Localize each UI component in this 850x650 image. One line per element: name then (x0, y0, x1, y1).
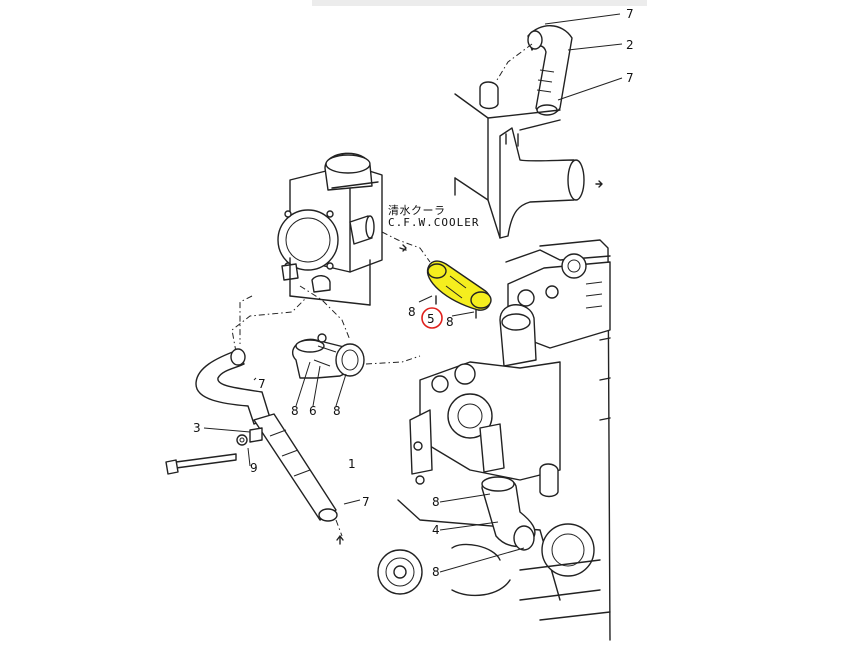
top-strip (312, 0, 647, 6)
highlight-circle (421, 307, 443, 329)
bent-hose-part-6 (291, 285, 421, 379)
callout-p8-c: 8 (432, 495, 440, 509)
upper-hose-assembly (454, 25, 603, 239)
callout-p8-left: 8 (408, 305, 416, 319)
callout-p2: 2 (626, 38, 634, 52)
callout-p1: 1 (348, 457, 356, 471)
callout-p7-mid: 7 (258, 377, 266, 391)
hose-part-5-highlighted (426, 260, 492, 319)
lower-hose-part-1 (165, 295, 344, 545)
callout-p9: 9 (250, 461, 258, 475)
callout-p8-b: 8 (333, 404, 341, 418)
callout-p8-a: 8 (291, 404, 299, 418)
fresh-water-cooler (277, 152, 431, 306)
leader-lines (203, 13, 623, 573)
engine-block (377, 239, 611, 641)
callout-p7-low: 7 (362, 495, 370, 509)
cooler-label-jp: 清水クーラ (388, 204, 446, 217)
callout-labels: 7 2 7 8 5 8 7 8 6 8 3 9 1 7 8 4 8 (193, 7, 634, 579)
cooler-label-en: C.F.W.COOLER (388, 216, 479, 229)
callout-p5: 5 (427, 312, 435, 326)
callout-p7-top: 7 (626, 7, 634, 21)
callout-p3: 3 (193, 421, 201, 435)
callout-p6: 6 (309, 404, 317, 418)
callout-p8-d: 8 (432, 565, 440, 579)
callout-p7-upper: 7 (626, 71, 634, 85)
callout-p8-right: 8 (446, 315, 454, 329)
callout-p4: 4 (432, 523, 440, 537)
